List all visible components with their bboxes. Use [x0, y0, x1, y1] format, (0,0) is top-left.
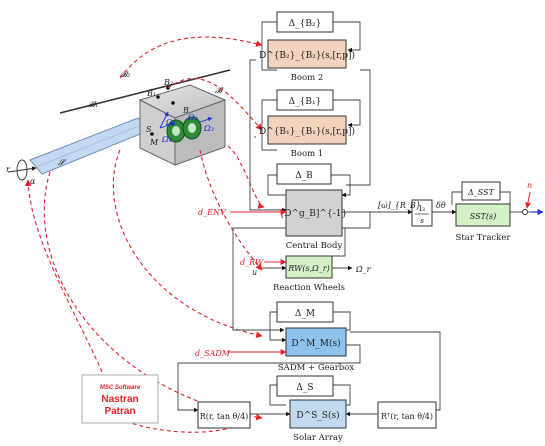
rot-left-label: R(r, tan θ/4) — [200, 412, 249, 421]
delta-b-label: Δ_B — [295, 171, 313, 181]
boom2-group: Δ_{B₂} D^{B₂}_{B₂}(s,[r,p]) Boom 2 — [259, 11, 355, 83]
logo-line1: Nastran — [101, 394, 138, 405]
sadm-caption: SADM + Gearbox — [278, 363, 355, 373]
boom1-block — [267, 115, 347, 145]
sum-node — [522, 209, 528, 215]
label-omega4: Ω₄ — [161, 135, 172, 144]
label-b: B — [182, 106, 189, 115]
boom1-caption: Boom 1 — [291, 149, 324, 159]
signal-n: n — [527, 181, 532, 190]
solar-array-group: Δ_S D^S_S(s) Solar Array R(r, tan θ/4) R… — [197, 375, 437, 443]
label-s: S — [146, 125, 152, 134]
boom1-group: Δ_{B₁} D^{B₁}_{B₁}(s,[r,p]) Boom 1 — [259, 89, 355, 159]
delta-b-block — [276, 163, 332, 185]
signals: d_ENV d_RW u Ω̇_r [ω̇]_{R_B} δθ n d_SADM — [195, 181, 532, 358]
rw-tf-label: RW(s,Ω_r) — [287, 264, 329, 273]
central-caption: Central Body — [286, 241, 343, 251]
sadm-tf-label: D^M_M(s) — [291, 338, 340, 349]
point-b — [171, 101, 175, 105]
central-tf-label: [D^g_B]^{-1} — [281, 209, 347, 219]
red-dashed-links — [24, 36, 265, 433]
reaction-wheels-group: RW(s,Ω_r) Reaction Wheels — [273, 255, 345, 293]
label-cal-s: 𝓢 — [58, 158, 67, 167]
central-body-block — [285, 189, 343, 237]
logo-frame — [81, 374, 159, 424]
integrator-block — [411, 199, 433, 227]
label-rot-alpha: α — [30, 177, 36, 186]
signal-d-rw: d_RW — [240, 258, 264, 267]
signal-delta-theta: δθ — [436, 201, 446, 210]
rotation-ring-icon — [16, 159, 28, 181]
label-b1: B₁ — [146, 89, 156, 98]
label-m: M — [149, 138, 159, 147]
signal-u: u — [252, 268, 257, 277]
label-rot-r: r — [6, 165, 11, 174]
star-tracker-group: Δ_SST SST(s) Star Tracker — [455, 181, 544, 243]
boom2-caption: Boom 2 — [291, 73, 324, 83]
sst-caption: Star Tracker — [456, 233, 512, 243]
integrator-num: I₃ — [419, 204, 425, 213]
rw-block — [285, 255, 333, 279]
delta-b2-block — [276, 11, 334, 33]
wires — [177, 21, 537, 417]
delta-s-block — [276, 375, 334, 397]
delta-s-label: Δ_S — [296, 383, 313, 393]
sadm-block — [285, 327, 347, 357]
spacecraft-illustration: r α 𝓢 𝓑₁ 𝓑₂ B₁ B₂ B 𝓑 S M Ω₁ Ω₂ Ω₃ Ω₄ — [6, 69, 231, 186]
label-omega1: Ω₁ — [165, 118, 176, 127]
solar-panel — [29, 117, 151, 175]
rw-caption: Reaction Wheels — [273, 283, 345, 293]
rotation-left-block — [197, 401, 251, 429]
integrator-den: s — [420, 216, 424, 225]
boom2-tf-label: D^{B₂}_{B₂}(s,[r,p]) — [259, 50, 355, 61]
delta-b1-label: Δ_{B₁} — [289, 97, 322, 107]
logo-line2: Patran — [104, 406, 135, 417]
logo-brand: MSC Software — [100, 385, 141, 391]
label-b2: B₂ — [163, 78, 173, 87]
sst-tf-label: SST(s) — [470, 212, 497, 221]
delta-b2-label: Δ_{B₂} — [289, 19, 322, 29]
delta-b1-block — [276, 89, 334, 111]
label-cal-b: 𝓑 — [215, 86, 224, 95]
sa-tf-label: D^S_S(s) — [296, 410, 339, 421]
delta-m-block — [276, 301, 334, 323]
boom2-block — [267, 39, 347, 69]
rot-right-label: Rᵀ(r, tan θ/4) — [381, 412, 433, 421]
signal-d-sadm: d_SADM — [195, 349, 231, 358]
label-cal-b2: 𝓑₂ — [120, 70, 130, 79]
delta-m-label: Δ_M — [295, 309, 315, 319]
integrator-group: I₃ s — [411, 199, 433, 227]
rotation-right-block — [377, 401, 437, 429]
signal-omega-b: [ω̇]_{R_B} — [378, 201, 421, 210]
label-omega2: Ω₂ — [187, 113, 198, 122]
sst-block — [455, 203, 511, 227]
solar-array-block — [289, 399, 347, 429]
msc-logo: MSC Software Nastran Patran — [81, 374, 159, 424]
sa-caption: Solar Array — [293, 433, 343, 443]
delta-sst-label: Δ_SST — [467, 188, 495, 197]
label-cal-b1: 𝓑₁ — [88, 100, 98, 109]
label-omega3: Ω₃ — [203, 124, 214, 133]
delta-sst-block — [461, 181, 501, 201]
boom-rod — [59, 69, 231, 114]
sadm-group: Δ_M D^M_M(s) SADM + Gearbox — [276, 301, 355, 373]
signal-omega-r: Ω̇_r — [355, 265, 372, 274]
signal-d-env: d_ENV — [198, 208, 227, 217]
central-body-group: Δ_B [D^g_B]^{-1} Central Body — [276, 163, 347, 251]
boom1-tf-label: D^{B₁}_{B₁}(s,[r,p]) — [259, 126, 355, 137]
